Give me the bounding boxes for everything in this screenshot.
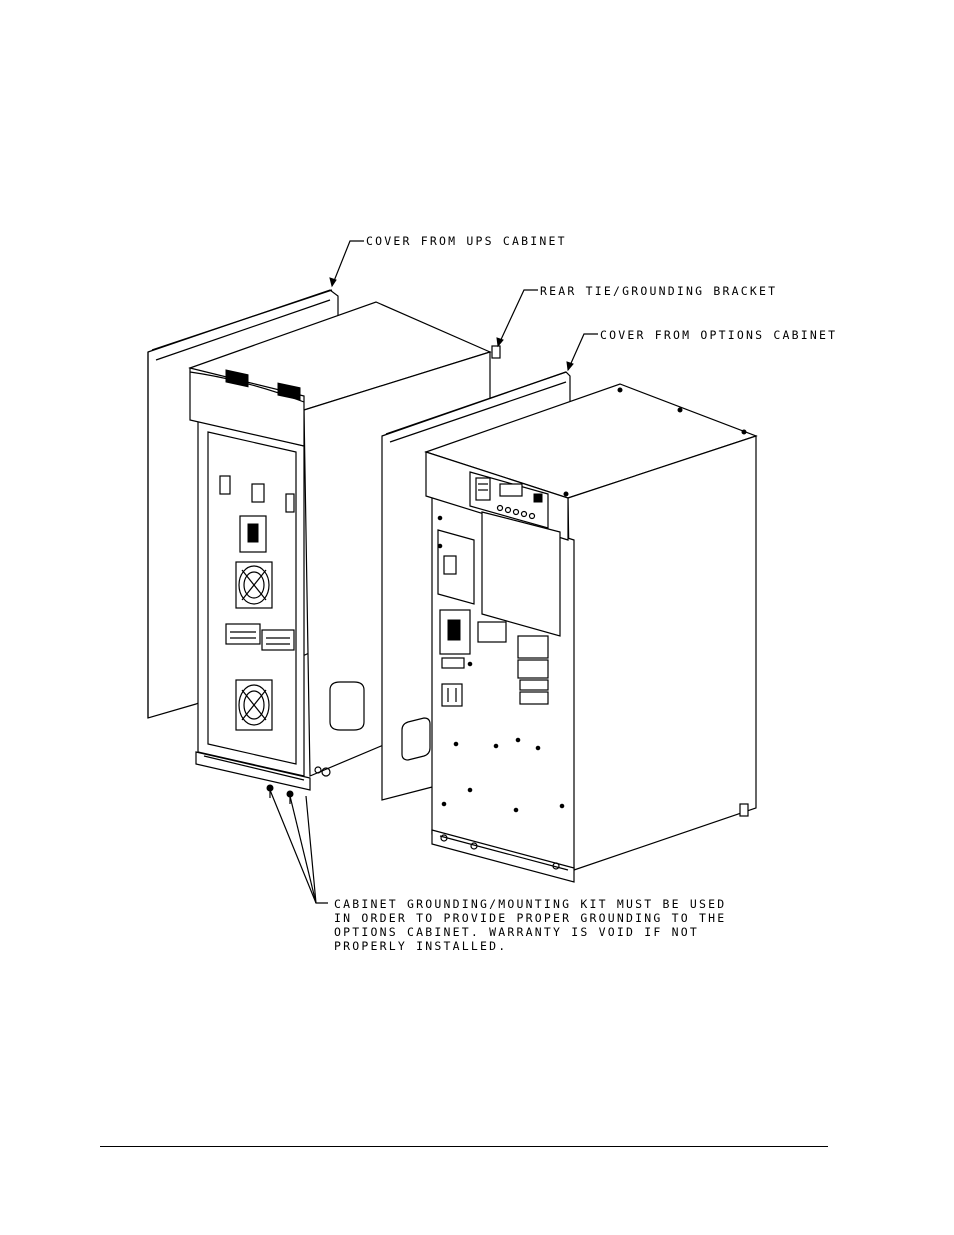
- footer-rule: [100, 1146, 828, 1147]
- callout-cover-options: COVER FROM OPTIONS CABINET: [600, 328, 837, 342]
- grounding-kit-hardware: [267, 785, 293, 804]
- callout-kit-line3: OPTIONS CABINET. WARRANTY IS VOID IF NOT: [334, 925, 699, 939]
- rear-tie-grounding-bracket: [492, 346, 500, 358]
- callout-rear-tie: REAR TIE/GROUNDING BRACKET: [540, 284, 777, 298]
- callout-kit-line4: PROPERLY INSTALLED.: [334, 939, 507, 953]
- callout-kit-line1: CABINET GROUNDING/MOUNTING KIT MUST BE U…: [334, 897, 726, 911]
- fan-upper: [236, 562, 272, 608]
- options-cabinet: [426, 384, 756, 882]
- callout-kit-line2: IN ORDER TO PROVIDE PROPER GROUNDING TO …: [334, 911, 726, 925]
- fan-lower: [236, 680, 272, 730]
- callout-cover-ups: COVER FROM UPS CABINET: [366, 234, 567, 248]
